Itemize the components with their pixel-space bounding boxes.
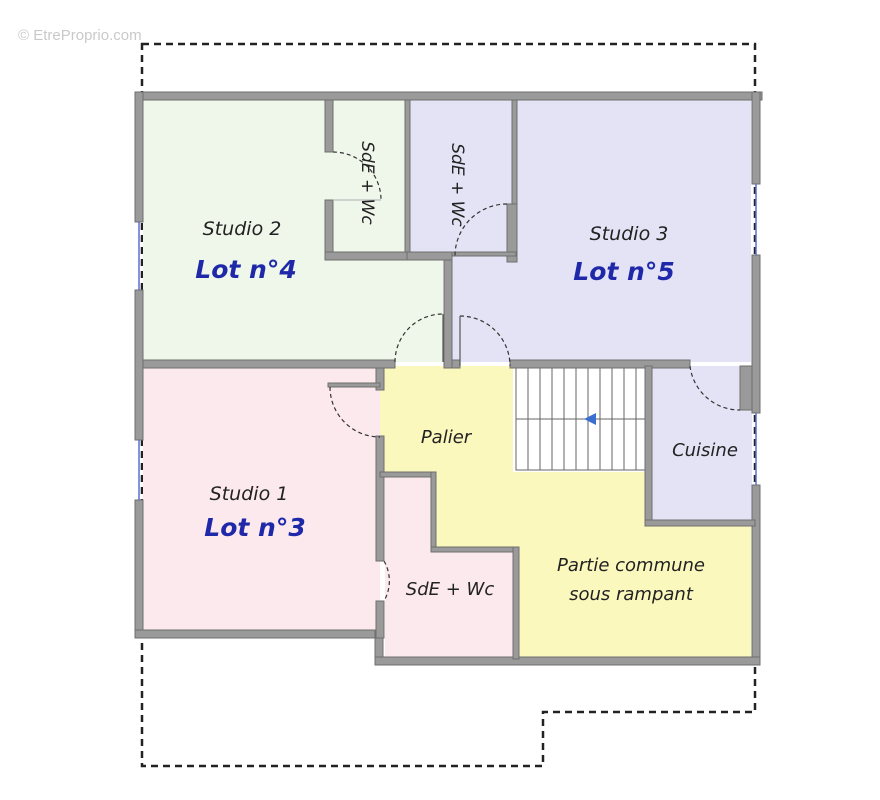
- watermark-text: © EtreProprio.com: [18, 27, 142, 44]
- partie-commune-label-line2: sous rampant: [569, 584, 694, 605]
- studio3-sde-label: SdE + Wc: [447, 143, 467, 227]
- palier-area: [380, 366, 751, 657]
- studio1-sde-label: SdE + Wc: [406, 579, 495, 600]
- palier-label: Palier: [421, 427, 473, 448]
- studio1-area: [143, 368, 380, 630]
- studio3-sde-area: [410, 100, 512, 256]
- studio2-lot-label: Lot n°4: [195, 255, 296, 284]
- windows: [138, 184, 757, 500]
- door-swings: [329, 151, 741, 602]
- studio3-lot-label: Lot n°5: [573, 257, 674, 286]
- stair-direction-arrow-icon: [584, 413, 596, 425]
- cuisine-area: [652, 366, 752, 521]
- staircase: [515, 367, 648, 471]
- studio1-label: Studio 1: [210, 483, 289, 505]
- cuisine-label: Cuisine: [672, 440, 738, 461]
- studio1-sde-area: [385, 476, 513, 657]
- partie-commune-label-line1: Partie commune: [557, 555, 705, 576]
- studio3-area: [452, 100, 751, 362]
- studio2-sde-area: [330, 100, 405, 256]
- walls: [134, 91, 763, 666]
- studio2-sde-label: SdE + Wc: [357, 141, 377, 225]
- studio3-label: Studio 3: [590, 223, 669, 245]
- studio1-lot-label: Lot n°3: [204, 513, 305, 542]
- roof-outline: [140, 42, 757, 768]
- studio2-label: Studio 2: [203, 218, 282, 240]
